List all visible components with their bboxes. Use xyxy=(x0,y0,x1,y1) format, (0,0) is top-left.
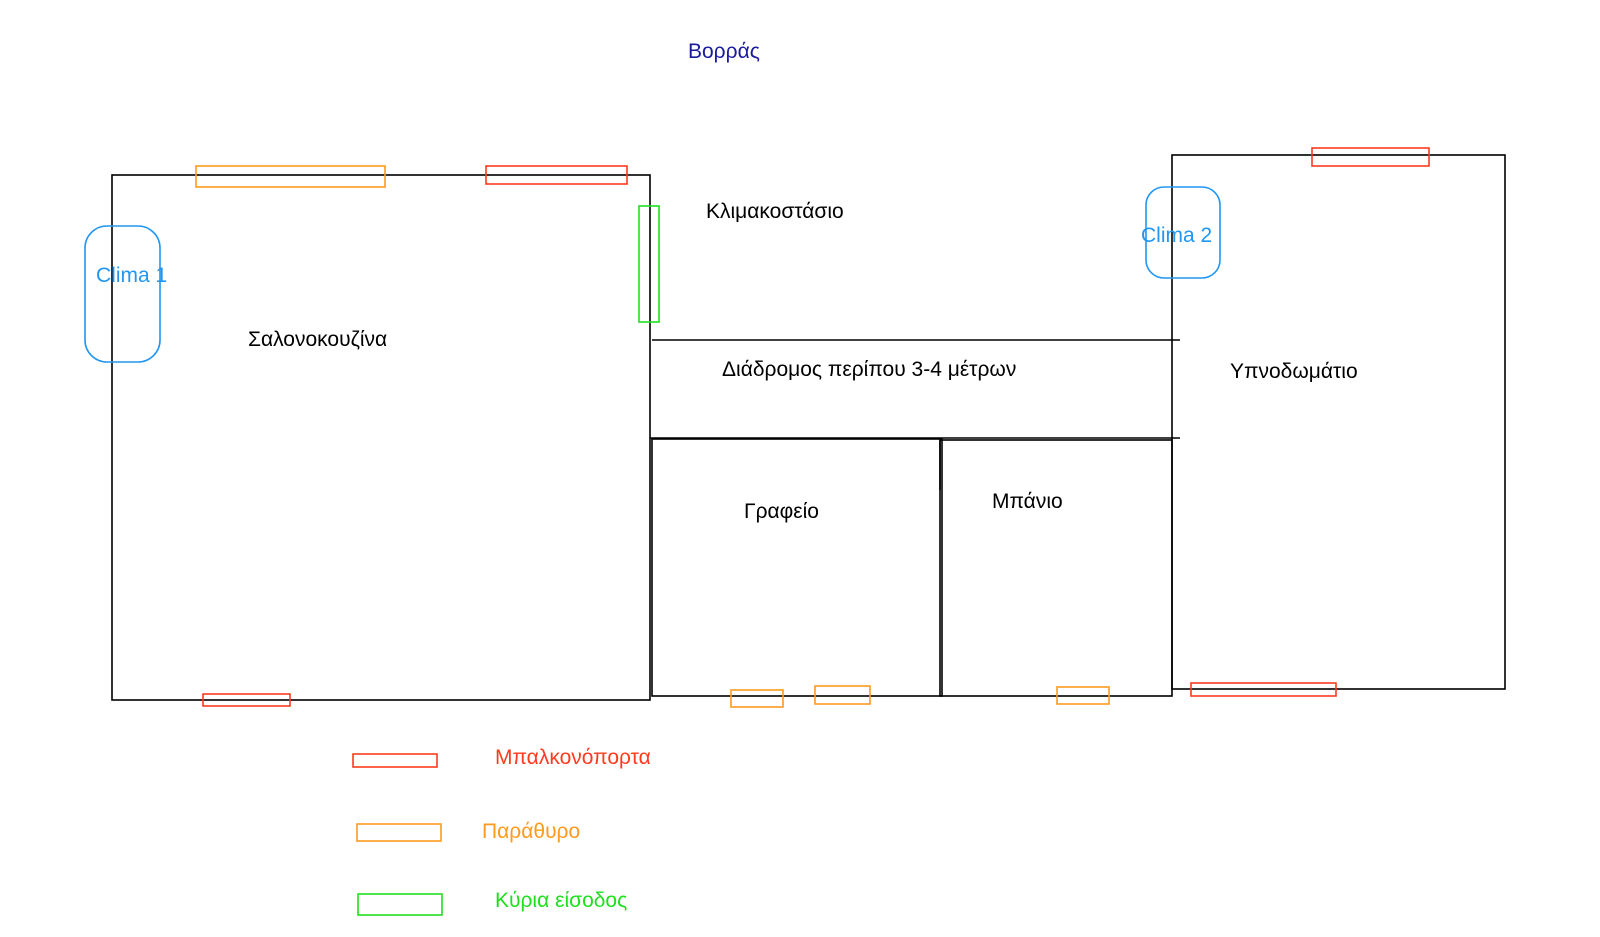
north-label: Βορράς xyxy=(688,40,760,63)
balcony-door xyxy=(202,693,291,707)
ac-unit-2-label: Clima 2 xyxy=(1141,224,1212,247)
legend-swatch-window xyxy=(356,823,442,842)
living-kitchen-outline xyxy=(111,174,651,701)
window xyxy=(195,165,386,188)
window xyxy=(730,689,784,708)
room-label-living-kitchen: Σαλονοκουζίνα xyxy=(248,328,387,351)
ac-units xyxy=(84,186,1221,363)
bathroom-outline xyxy=(939,439,1173,697)
main-entrance xyxy=(638,205,660,323)
balcony-door xyxy=(1190,682,1337,697)
legend-swatch-main-entrance xyxy=(357,893,443,916)
legend-swatch-balcony-door xyxy=(352,753,438,768)
ac-unit-1-label: Clima 1 xyxy=(96,264,167,287)
window xyxy=(814,685,871,705)
room-label-hallway: Διάδρομος περίπου 3-4 μέτρων xyxy=(722,358,1016,381)
room-label-bedroom: Υπνοδωμάτιο xyxy=(1230,360,1358,383)
balcony-door xyxy=(1311,147,1430,167)
ac-unit-1-outline xyxy=(84,225,161,363)
office-outline xyxy=(651,438,943,697)
legend-label-window: Παράθυρο xyxy=(482,820,580,843)
balcony-door xyxy=(485,165,628,185)
walls xyxy=(111,154,1506,701)
legend-label-main-entrance: Κύρια είσοδος xyxy=(495,889,627,912)
window xyxy=(1056,686,1110,705)
legend-label-balcony-door: Μπαλκονόπορτα xyxy=(495,746,651,769)
balcony-doors xyxy=(202,147,1430,707)
ac-unit-2-outline xyxy=(1145,186,1221,279)
windows xyxy=(195,165,1110,708)
room-label-stairwell: Κλιμακοστάσιο xyxy=(706,200,844,223)
room-label-office: Γραφείο xyxy=(744,500,819,523)
room-label-bathroom: Μπάνιο xyxy=(992,490,1063,513)
legend: Μπαλκονόπορτα Παράθυρο Κύρια είσοδος xyxy=(352,746,651,916)
bedroom-outline xyxy=(1171,154,1506,690)
